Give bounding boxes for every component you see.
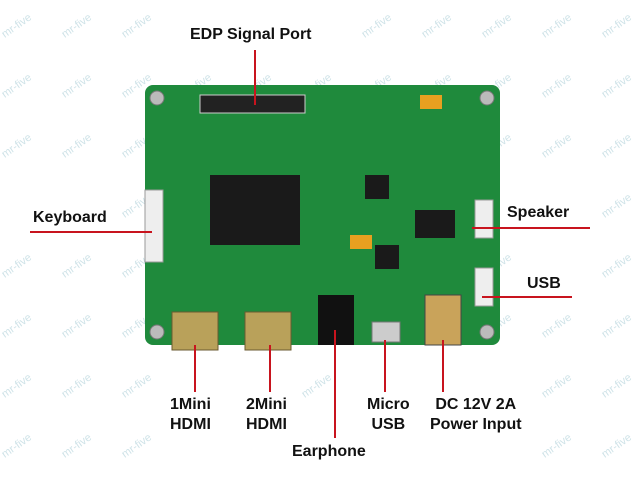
usb-label: USB xyxy=(527,275,561,292)
label-line: Micro xyxy=(367,396,410,413)
dc-jack xyxy=(424,294,462,346)
micro-usb-port xyxy=(371,321,401,343)
speaker-connector xyxy=(474,199,494,239)
label-line: Power Input xyxy=(430,416,522,433)
edp-signal-port-label: EDP Signal Port xyxy=(190,26,312,43)
mount-hole xyxy=(479,324,495,340)
mini-hdmi-2-port xyxy=(244,311,292,351)
label-line: 2Mini xyxy=(246,396,287,413)
leader-lines xyxy=(30,50,590,438)
dc-power-label: DC 12V 2A Power Input xyxy=(430,395,522,435)
keyboard-connector xyxy=(144,189,164,263)
mini-hdmi-1-port xyxy=(171,311,219,351)
label-line: HDMI xyxy=(170,416,211,433)
keyboard-label: Keyboard xyxy=(33,209,107,226)
label-line: USB xyxy=(371,416,406,433)
chip xyxy=(365,175,389,199)
edp-connector xyxy=(199,94,306,114)
label-line: DC 12V 2A xyxy=(435,396,517,413)
main-chip xyxy=(210,175,300,245)
mount-hole xyxy=(149,324,165,340)
chip xyxy=(375,245,399,269)
earphone-label: Earphone xyxy=(292,443,366,460)
usb-connector xyxy=(474,267,494,307)
chip xyxy=(415,210,455,238)
capacitor xyxy=(420,95,442,109)
circuit-board xyxy=(145,85,500,345)
mount-hole xyxy=(479,90,495,106)
mount-hole xyxy=(149,90,165,106)
label-line: HDMI xyxy=(246,416,287,433)
capacitor xyxy=(350,235,372,249)
speaker-label: Speaker xyxy=(507,204,570,221)
label-line: 1Mini xyxy=(170,396,211,413)
